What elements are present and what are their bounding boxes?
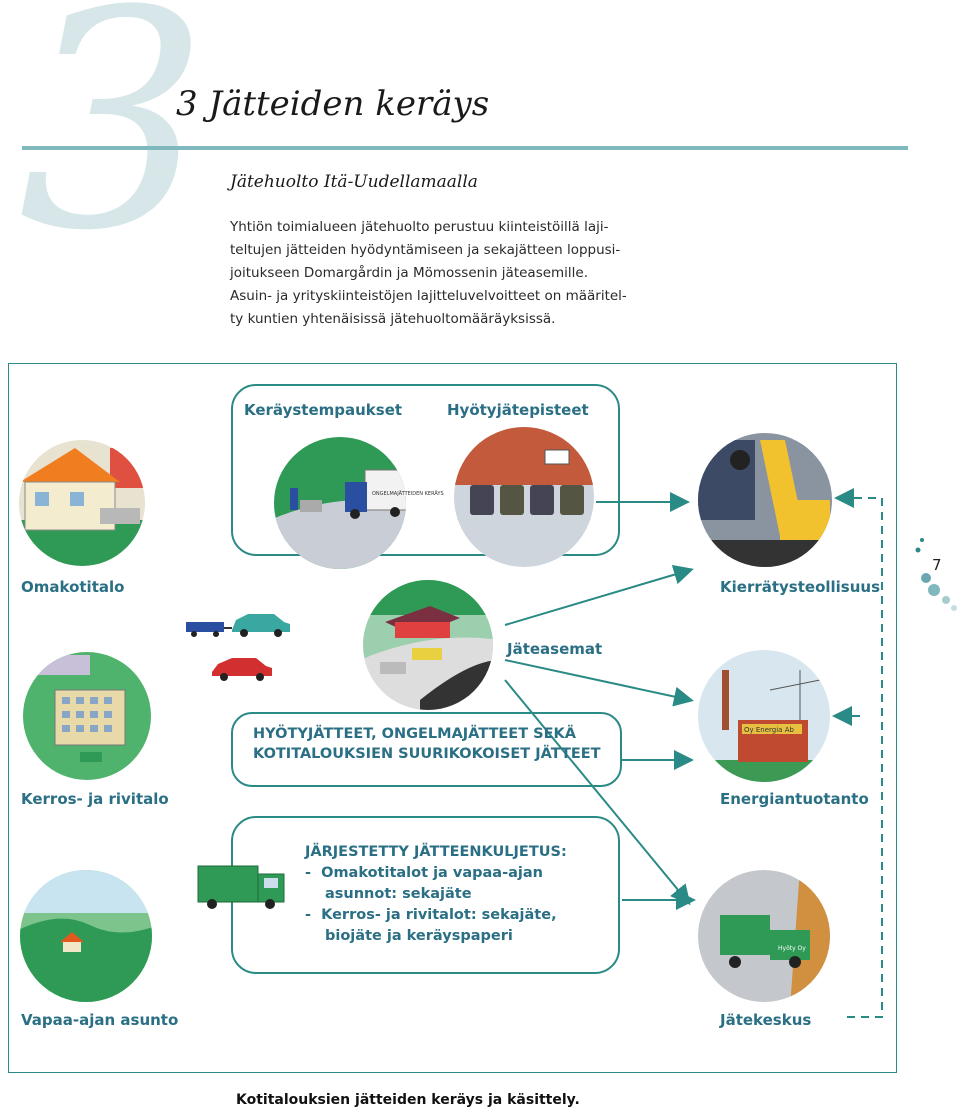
recycling-industry-illustration [698, 433, 832, 567]
garbage-truck-illustration [197, 865, 285, 909]
collection-title: JÄRJESTETTY JÄTTEENKULJETUS: [305, 844, 567, 860]
recycling-point-illustration [454, 427, 594, 567]
dashed-return-line [840, 497, 883, 1018]
waste-truck-text: Hyöty Oy [778, 945, 806, 952]
factory-sign-text: Oy Energia Ab [744, 726, 794, 734]
collection-bullet: - Omakotitalot ja vapaa-ajan [305, 865, 543, 881]
waste-station-illustration [363, 580, 493, 710]
label-energy-production: Energiantuotanto [720, 790, 869, 808]
page-dots-decoration [915, 538, 957, 611]
cottage-illustration [20, 870, 152, 1002]
waste-centre-illustration [698, 870, 830, 1002]
intro-line: Asuin- ja yrityskiinteistöjen lajitteluv… [230, 288, 627, 304]
collection-bullet-cont: biojäte ja keräyspaperi [325, 928, 513, 944]
intro-line: joitukseen Domargårdin ja Mömossenin jät… [230, 265, 589, 281]
arrow-station-centre [504, 679, 691, 906]
collection-bullet-cont: asunnot: sekajäte [325, 886, 472, 902]
label-recycling-points: Hyötyjätepisteet [447, 401, 589, 419]
collection-truck-text: ONGELMAJÄTTEIDEN KERÄYS [372, 490, 444, 497]
label-recycling-industry: Kierrätysteollisuus [720, 578, 881, 596]
label-waste-stations: Jäteasemat [507, 640, 603, 658]
intro-line: ty kuntien yhtenäisissä jätehuoltomääräy… [230, 311, 556, 327]
arrow-station-industry [504, 564, 694, 626]
figure-caption: Kotitalouksien jätteiden keräys ja käsit… [236, 1092, 580, 1108]
recyclables-text: HYÖTYJÄTTEET, ONGELMAJÄTTEET SEKÄ KOTITA… [253, 724, 601, 764]
label-holiday-home: Vapaa-ajan asunto [21, 1011, 179, 1029]
intro-line: Yhtiön toimialueen jätehuolto perustuu k… [230, 219, 609, 235]
collection-truck-illustration [274, 437, 406, 569]
recyclables-line: HYÖTYJÄTTEET, ONGELMAJÄTTEET SEKÄ [253, 726, 576, 742]
page-number: 7 [932, 556, 942, 574]
house-illustration [19, 440, 145, 566]
recyclables-line: KOTITALOUKSIEN SUURIKOKOISET JÄTTEET [253, 746, 601, 762]
apartment-illustration [23, 652, 151, 780]
header-rule [22, 146, 908, 150]
top-rounded-box [231, 384, 620, 556]
section-subheading: Jätehuolto Itä-Uudellamaalla [230, 172, 478, 192]
label-apartment-house: Kerros- ja rivitalo [21, 790, 169, 808]
collection-text: JÄRJESTETTY JÄTTEENKULJETUS: - Omakotita… [305, 842, 567, 947]
car-with-trailer-illustration [186, 614, 290, 637]
box-recyclables [231, 712, 622, 787]
intro-line: teltujen jätteiden hyödyntämiseen ja sek… [230, 242, 621, 258]
intro-paragraph: Yhtiön toimialueen jätehuolto perustuu k… [230, 216, 627, 331]
arrow-station-energy [504, 659, 694, 707]
diagram-frame [8, 363, 897, 1073]
red-car-illustration [212, 658, 272, 681]
energy-plant-illustration [698, 650, 830, 782]
collection-bullet: - Kerros- ja rivitalot: sekajäte, [305, 907, 557, 923]
chapter-title: 3 Jätteiden keräys [176, 84, 490, 124]
chapter-number-watermark: 3 [18, 0, 209, 296]
label-collection-events: Keräystempaukset [244, 401, 403, 419]
label-detached-house: Omakotitalo [21, 578, 125, 596]
label-waste-centre: Jätekeskus [720, 1011, 812, 1029]
